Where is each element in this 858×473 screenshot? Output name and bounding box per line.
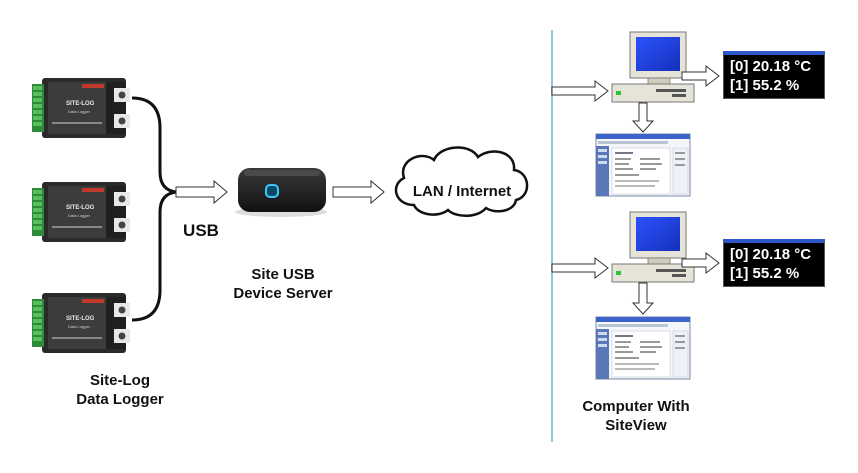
readout-channel: [0] 20.18 °C	[730, 246, 812, 263]
desktop-computer	[611, 211, 695, 283]
computer-label: Computer With SiteView	[566, 398, 706, 436]
data-logger-device	[32, 293, 130, 353]
readout-channel: [1] 55.2 %	[730, 77, 800, 94]
logger-subtitle-text: Data Logger	[68, 109, 91, 114]
usb-device-server	[235, 168, 327, 217]
arrow-to-computer	[551, 79, 609, 103]
arrow-to-siteview	[631, 282, 655, 315]
arrow-to-computer	[551, 256, 609, 280]
computer-label-line: SiteView	[605, 416, 667, 434]
device-server-label-line: Site USB	[251, 266, 315, 283]
device-server-label-line: Device Server	[233, 284, 333, 302]
device-server-label: Site USB Device Server	[228, 266, 338, 304]
logger-brand-text: SITE-LOG	[66, 101, 95, 107]
siteview-window	[595, 133, 691, 197]
data-logger-label: Site-Log Data Logger	[50, 372, 190, 410]
readout-channel: [0] 20.18 °C	[730, 58, 812, 75]
readout-display: [0] 20.18 °C [1] 55.2 %	[723, 51, 825, 99]
arrow-to-network	[332, 179, 385, 205]
bracket-connector	[131, 96, 177, 322]
arrow-to-readout	[681, 64, 720, 88]
data-logger-label-line: Data Logger	[76, 390, 164, 408]
logger-brand-text: SITE-LOG	[66, 316, 95, 322]
arrow-to-siteview	[631, 102, 655, 133]
logger-brand-text: SITE-LOG	[66, 205, 95, 211]
logger-subtitle-text: Data Logger	[68, 213, 91, 218]
network-cloud	[394, 146, 529, 217]
data-logger-label-line: Site-Log	[90, 372, 150, 389]
siteview-window	[595, 316, 691, 380]
desktop-computer	[611, 31, 695, 103]
data-logger-device	[32, 182, 130, 242]
arrow-to-server	[175, 179, 228, 205]
readout-channel: [1] 55.2 %	[730, 265, 800, 282]
arrow-to-readout	[681, 251, 720, 275]
data-logger-device	[32, 78, 130, 138]
computer-label-line: Computer With	[582, 398, 690, 415]
logger-subtitle-text: Data Logger	[68, 324, 91, 329]
network-label: LAN / Internet	[412, 183, 512, 200]
readout-display: [0] 20.18 °C [1] 55.2 %	[723, 239, 825, 287]
usb-label: USB	[183, 221, 219, 240]
